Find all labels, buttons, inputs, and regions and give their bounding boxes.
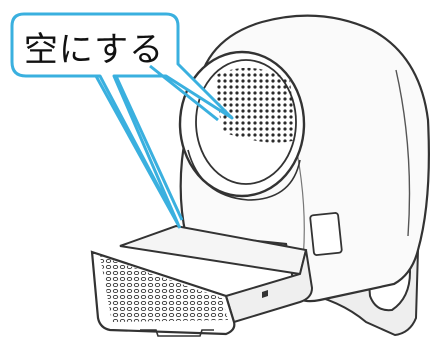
entrance-opening — [178, 50, 306, 201]
callout-label: 空にする — [23, 29, 165, 70]
side-panel — [309, 212, 343, 256]
waste-drawer — [90, 224, 314, 337]
callout-bubble — [10, 12, 234, 229]
